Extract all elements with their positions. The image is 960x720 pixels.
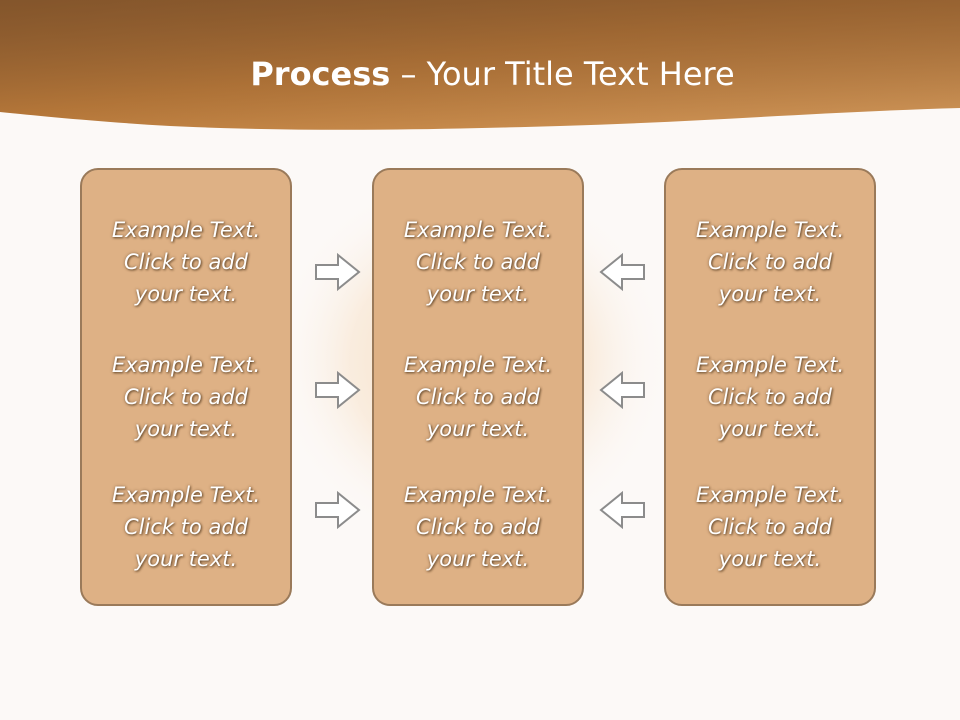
text-line: your text. [718, 417, 822, 441]
text-line: Click to add [707, 385, 832, 409]
text-line: Example Text. [111, 218, 261, 242]
arrow-left-icon [599, 490, 645, 530]
text-placeholder[interactable]: Example Text. Click to add your text. [374, 479, 582, 575]
text-line: your text. [426, 282, 530, 306]
panel-left[interactable]: Example Text. Click to add your text. Ex… [80, 168, 292, 606]
arrow-right-icon [315, 252, 361, 292]
text-line: Example Text. [695, 483, 845, 507]
text-line: your text. [134, 282, 238, 306]
arrow-right-icon [315, 370, 361, 410]
text-line: your text. [718, 282, 822, 306]
text-line: Click to add [415, 515, 540, 539]
text-line: Click to add [415, 385, 540, 409]
title-rest: – Your Title Text Here [390, 55, 735, 93]
text-line: Example Text. [403, 218, 553, 242]
text-line: Click to add [707, 515, 832, 539]
text-placeholder[interactable]: Example Text. Click to add your text. [374, 214, 582, 310]
text-line: your text. [718, 547, 822, 571]
text-line: Example Text. [403, 483, 553, 507]
text-placeholder[interactable]: Example Text. Click to add your text. [82, 349, 290, 445]
arrow-right-icon [315, 490, 361, 530]
text-line: your text. [426, 417, 530, 441]
text-line: Example Text. [695, 218, 845, 242]
text-line: your text. [134, 547, 238, 571]
text-line: Example Text. [111, 353, 261, 377]
text-line: Click to add [123, 385, 248, 409]
text-placeholder[interactable]: Example Text. Click to add your text. [666, 214, 874, 310]
panel-middle[interactable]: Example Text. Click to add your text. Ex… [372, 168, 584, 606]
text-line: Example Text. [111, 483, 261, 507]
text-placeholder[interactable]: Example Text. Click to add your text. [666, 349, 874, 445]
text-placeholder[interactable]: Example Text. Click to add your text. [666, 479, 874, 575]
slide-title[interactable]: Process – Your Title Text Here [0, 52, 960, 96]
text-line: Example Text. [403, 353, 553, 377]
text-line: Click to add [415, 250, 540, 274]
text-placeholder[interactable]: Example Text. Click to add your text. [82, 214, 290, 310]
panel-right[interactable]: Example Text. Click to add your text. Ex… [664, 168, 876, 606]
arrow-left-icon [599, 370, 645, 410]
text-line: Click to add [707, 250, 832, 274]
header-band [0, 0, 960, 130]
text-line: your text. [134, 417, 238, 441]
text-line: Click to add [123, 250, 248, 274]
text-line: Click to add [123, 515, 248, 539]
text-placeholder[interactable]: Example Text. Click to add your text. [82, 479, 290, 575]
title-bold: Process [250, 55, 391, 93]
text-placeholder[interactable]: Example Text. Click to add your text. [374, 349, 582, 445]
text-line: Example Text. [695, 353, 845, 377]
text-line: your text. [426, 547, 530, 571]
arrow-left-icon [599, 252, 645, 292]
